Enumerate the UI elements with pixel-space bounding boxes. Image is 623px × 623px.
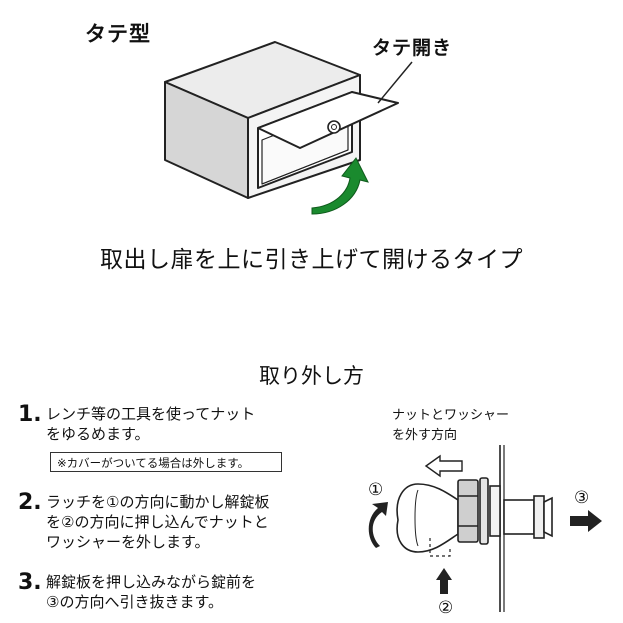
arrow-1 — [368, 502, 388, 548]
nut — [457, 479, 479, 543]
unlock-plate — [429, 538, 451, 557]
caption: 取出し扉を上に引き上げて開けるタイプ — [100, 247, 523, 273]
marker-1: ① — [368, 480, 384, 500]
step-line: レンチ等の工具を使ってナット — [46, 405, 256, 423]
type-title: タテ型 — [85, 22, 151, 46]
arrow-2 — [436, 568, 452, 594]
direction-label: ナットとワッシャー を外す方向 — [392, 406, 509, 446]
mailbox-door-flap — [257, 91, 399, 149]
green-up-arrow — [311, 157, 369, 215]
step-2: 2. ラッチを①の方向に動かし解錠板 を②の方向に押し込んでナットと ワッシャー… — [18, 492, 269, 552]
lock-assembly-diagram — [396, 445, 553, 612]
step-number: 2. — [18, 490, 42, 515]
washer — [479, 477, 489, 545]
open-direction-label: タテ開き — [372, 37, 453, 59]
arrow-3 — [570, 510, 602, 532]
lock-cylinder — [503, 499, 535, 535]
step-line: を②の方向に押し込んでナットと — [46, 513, 269, 531]
cover-note: ※カバーがついてる場合は外します。 — [50, 452, 282, 472]
removal-title: 取り外し方 — [259, 364, 364, 388]
step-line: ワッシャーを外します。 — [46, 533, 210, 551]
direction-label-line: を外す方向 — [392, 428, 458, 443]
marker-2: ② — [438, 598, 454, 618]
marker-3: ③ — [574, 488, 590, 508]
step-3: 3. 解錠板を押し込みながら錠前を ③の方向へ引き抜きます。 — [18, 572, 256, 612]
latch-knob — [396, 483, 459, 553]
step-line: をゆるめます。 — [46, 425, 150, 443]
step-line: ラッチを①の方向に動かし解錠板 — [46, 493, 270, 511]
step-line: 解錠板を押し込みながら錠前を — [46, 573, 257, 591]
step-number: 1. — [18, 402, 42, 427]
step-1: 1. レンチ等の工具を使ってナット をゆるめます。 — [18, 404, 255, 444]
step-line: ③の方向へ引き抜きます。 — [46, 593, 223, 611]
remove-direction-arrow — [424, 454, 463, 478]
label-leader-line — [377, 61, 413, 104]
mailbox-illustration — [164, 41, 413, 199]
step-number: 3. — [18, 570, 42, 595]
direction-label-line: ナットとワッシャー — [392, 408, 510, 423]
